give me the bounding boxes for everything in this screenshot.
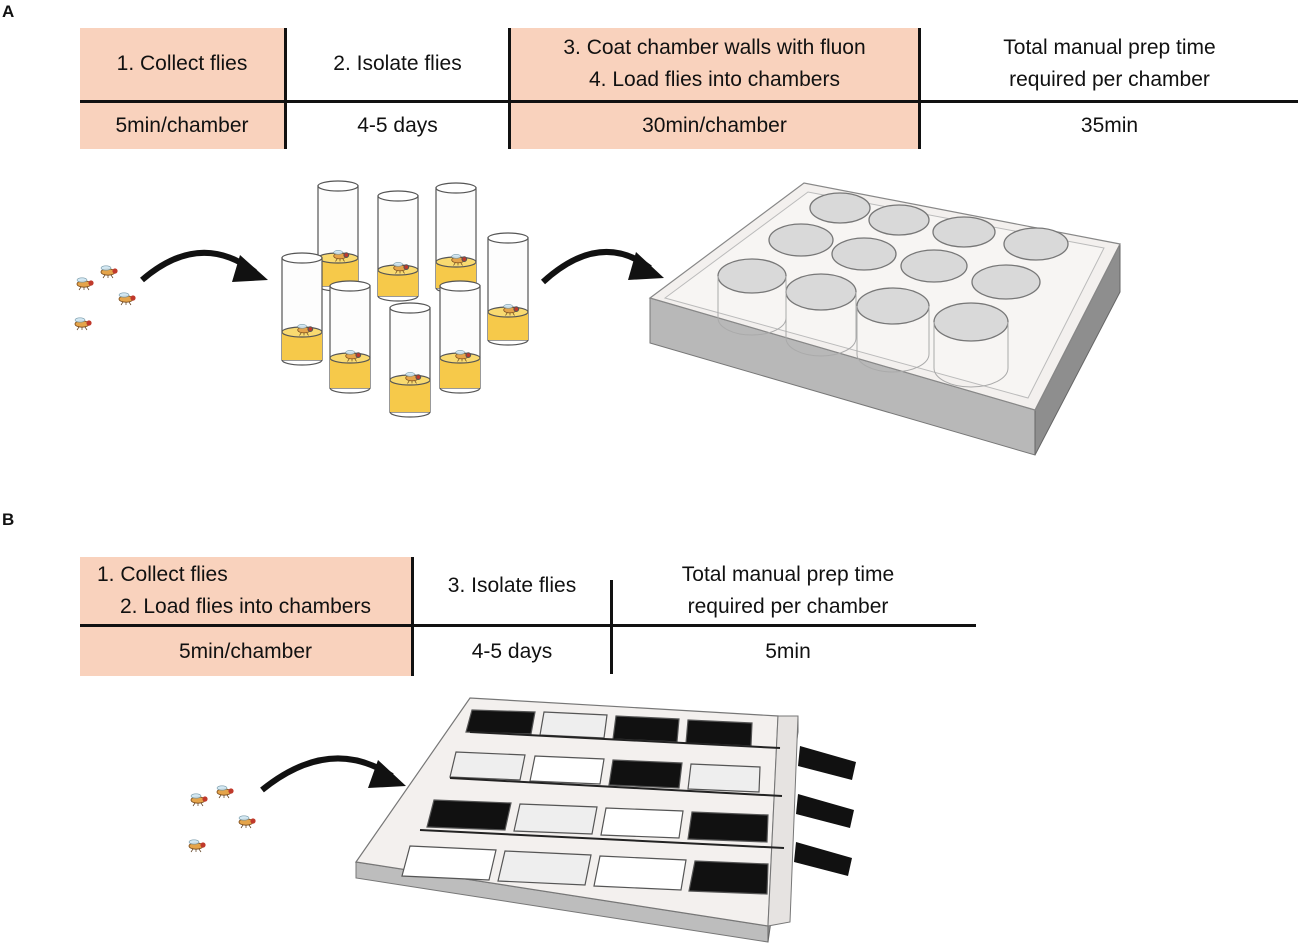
vial <box>317 180 359 292</box>
vial <box>329 280 371 394</box>
panel-a-step34-highlight <box>508 28 920 149</box>
panel-b-total-time: 5min <box>765 639 811 663</box>
panel-a-step34-label: 3. Coat chamber walls with fluon 4. Load… <box>563 36 866 91</box>
panel-a-label: A <box>2 2 15 21</box>
panel-a-total-label: Total manual prep time required per cham… <box>1003 36 1216 91</box>
panel-a-step1-highlight <box>80 28 284 149</box>
arrow-head <box>232 255 268 282</box>
panel-b-step12-label: 1. Collect flies 2. Load flies into cham… <box>97 562 371 618</box>
panel-b-step3-time: 4-5 days <box>471 639 553 663</box>
panel-a-col-divider <box>284 28 287 149</box>
panel-b-step3-label: 3. Isolate flies <box>447 573 577 597</box>
panel-b-col-divider <box>411 557 414 676</box>
panel-b-label: B <box>2 510 15 529</box>
vial <box>435 182 477 294</box>
arrow-head <box>628 252 664 280</box>
panel-b-col-divider <box>610 580 613 674</box>
panel-a-step2-label: 2. Isolate flies <box>333 52 462 75</box>
arrow-head <box>368 760 406 788</box>
fly-group-a <box>74 265 137 331</box>
panel-a-step2-time: 4-5 days <box>357 114 438 137</box>
panel-a-col-divider <box>918 28 921 149</box>
vial <box>281 252 323 366</box>
panel-a-total-time: 35min <box>1080 114 1139 137</box>
vial <box>487 232 529 346</box>
panel-a-header-divider <box>80 100 1298 103</box>
panel-b-total-label: Total manual prep time required per cham… <box>681 562 895 618</box>
panel-b-step12-time: 5min/chamber <box>178 639 313 663</box>
vials <box>281 180 529 418</box>
fly-group-b <box>188 785 257 853</box>
rectangular-chamber-grid <box>354 697 856 943</box>
panel-b-step12-highlight <box>80 557 413 676</box>
panel-a-step1-label: 1. Collect flies <box>116 52 248 75</box>
panel-a-step34-time: 30min/chamber <box>642 114 787 137</box>
vial <box>389 302 431 418</box>
vial <box>377 190 419 302</box>
vial <box>439 280 481 394</box>
panel-a-col-divider <box>508 28 511 149</box>
panel-a-step1-time: 5min/chamber <box>115 114 249 137</box>
circular-well-plate <box>648 182 1121 456</box>
panel-b-header-divider <box>80 624 976 627</box>
